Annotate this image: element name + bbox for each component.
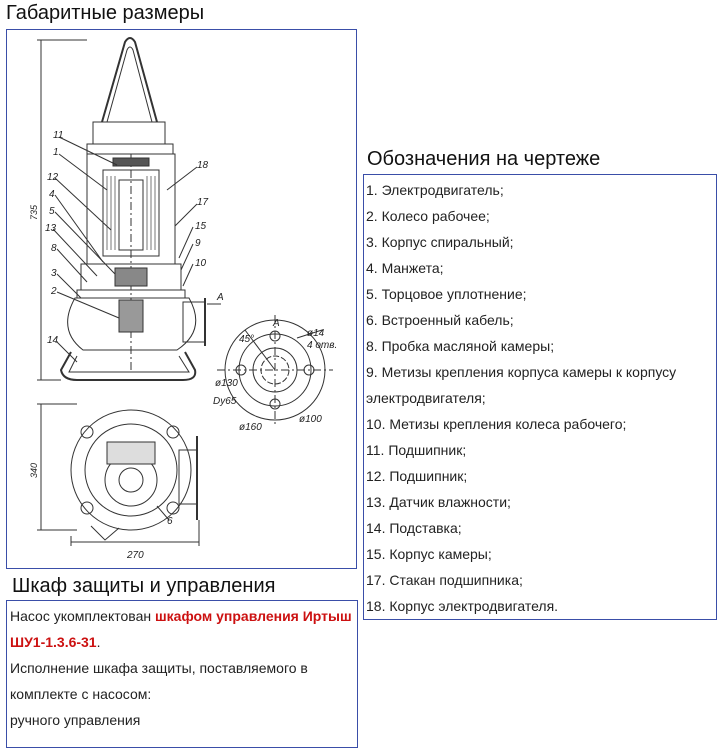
callout-4: 4 [49, 189, 55, 200]
callout-11: 11 [53, 130, 63, 141]
legend-item: 17. Стакан подшипника; [366, 572, 523, 588]
legend-title: Обозначения на чертеже [367, 148, 601, 170]
legend-item: 3. Корпус спиральный; [366, 234, 514, 250]
callout-12: 12 [47, 172, 59, 183]
cabinet-intro: Насос укомплектован [10, 608, 155, 624]
callout-15: 15 [195, 221, 207, 232]
flange-d3: ø100 [299, 414, 322, 425]
legend-item: 10. Метизы крепления колеса рабочего; [366, 416, 627, 432]
legend-item: 18. Корпус электродвигателя. [366, 598, 559, 614]
flange-d1: ø130 [215, 378, 238, 389]
legend-item: 4. Манжета; [366, 260, 444, 276]
flange-angle: 45° [239, 334, 254, 345]
legend-item: 2. Колесо рабочее; [366, 208, 490, 224]
technical-drawing-panel: 11 1 12 4 5 13 8 3 2 14 18 17 15 9 10 6 … [6, 29, 357, 569]
legend-item: 5. Торцовое уплотнение; [366, 286, 527, 302]
callout-8: 8 [51, 243, 57, 254]
legend-item: 8. Пробка масляной камеры; [366, 338, 555, 354]
callout-1: 1 [53, 147, 59, 158]
legend-item: 12. Подшипник; [366, 468, 468, 484]
cabinet-title: Шкаф защиты и управления [12, 575, 276, 597]
callout-13: 13 [45, 223, 57, 234]
callout-17: 17 [197, 197, 209, 208]
pump-drawing: 11 1 12 4 5 13 8 3 2 14 18 17 15 9 10 6 … [29, 37, 337, 561]
legend-item: 14. Подставка; [366, 520, 462, 536]
flange-d2: ø160 [239, 422, 262, 433]
callout-3: 3 [51, 268, 57, 279]
section-mark-a-flange: A [272, 318, 280, 329]
dim-depth: 340 [29, 463, 39, 478]
legend-item: 11. Подшипник; [366, 442, 467, 458]
legend-item: 1. Электродвигатель; [366, 182, 504, 198]
legend-item: 6. Встроенный кабель; [366, 312, 514, 328]
cabinet-description: Насос укомплектован шкафом управления Ир… [7, 601, 357, 733]
legend-item: 13. Датчик влажности; [366, 494, 511, 510]
cabinet-period: . [96, 634, 101, 650]
dimensions-title: Габаритные размеры [6, 2, 205, 24]
flange-dn: Dy65 [213, 396, 237, 407]
callout-9: 9 [195, 238, 201, 249]
flange-holes: ø14 [307, 328, 325, 339]
dim-width: 270 [126, 550, 144, 561]
callout-14: 14 [47, 335, 59, 346]
cabinet-execution: Исполнение шкафа защиты, поставляемого в… [10, 660, 308, 702]
legend-panel: 1. Электродвигатель; 2. Колесо рабочее; … [363, 174, 717, 620]
legend-list: 1. Электродвигатель; 2. Колесо рабочее; … [364, 175, 716, 619]
legend-item: 15. Корпус камеры; [366, 546, 492, 562]
callout-18: 18 [197, 160, 209, 171]
cabinet-panel: Насос укомплектован шкафом управления Ир… [6, 600, 358, 748]
callout-6: 6 [167, 516, 173, 527]
dim-height: 735 [29, 204, 39, 220]
flange-holes-count: 4 отв. [307, 340, 337, 351]
callout-10: 10 [195, 258, 207, 269]
cabinet-mode: ручного управления [10, 712, 141, 728]
section-mark-a: A [216, 292, 224, 303]
callout-2: 2 [50, 286, 57, 297]
cabinet-model-link[interactable]: шкафом управления Иртыш ШУ1-1.3.6-31 [10, 608, 352, 650]
callout-5: 5 [49, 206, 55, 217]
legend-item: 9. Метизы крепления корпуса камеры к кор… [366, 364, 677, 406]
